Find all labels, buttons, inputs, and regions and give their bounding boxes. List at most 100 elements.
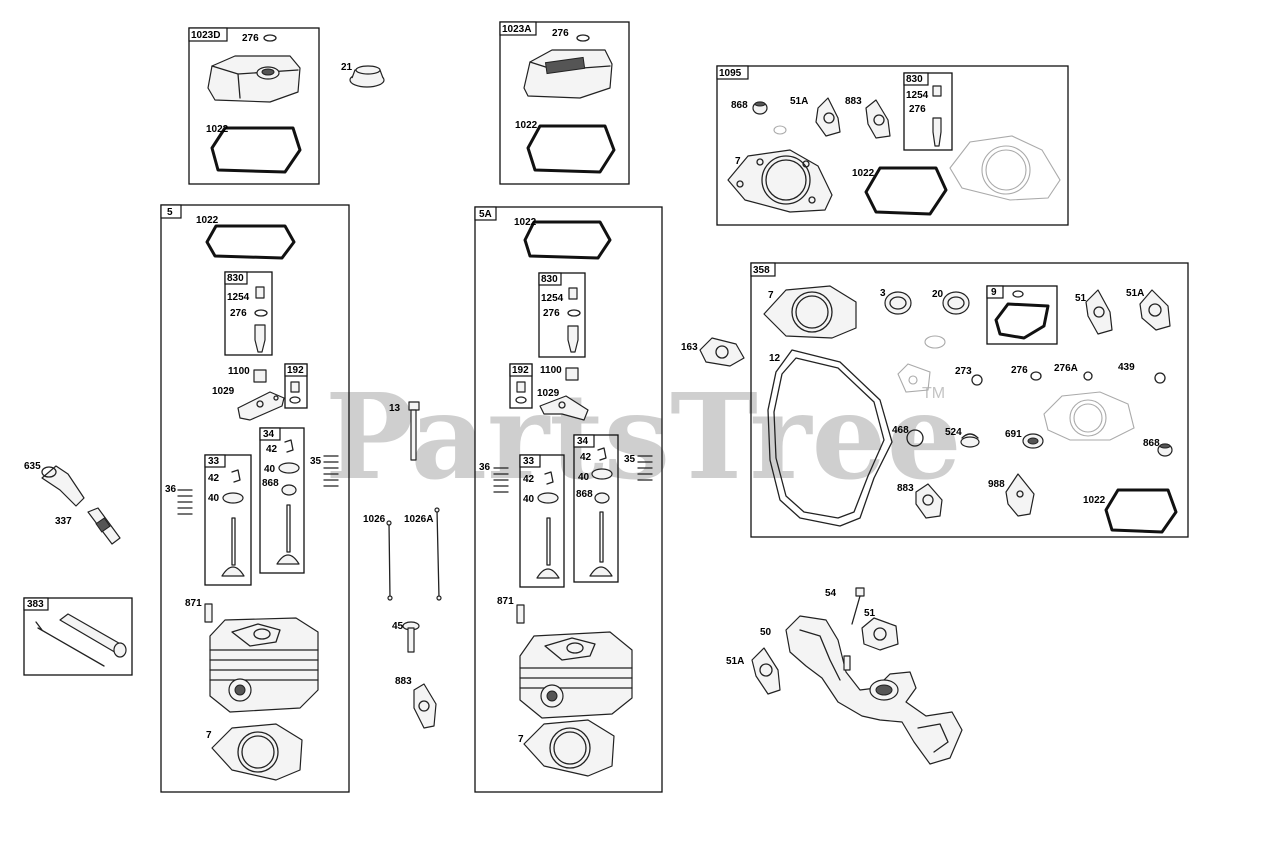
label-7[interactable]: 7	[735, 156, 741, 167]
label-1022[interactable]: 1022	[1083, 495, 1106, 506]
label-988[interactable]: 988	[988, 479, 1005, 490]
label-1022[interactable]: 1022	[852, 168, 875, 179]
part-54-bolt[interactable]	[851, 587, 865, 625]
label-1254[interactable]: 1254	[541, 293, 564, 304]
group-tag-34: 34	[263, 429, 275, 440]
label-21[interactable]: 21	[341, 62, 353, 73]
label-36[interactable]: 36	[165, 484, 177, 495]
group-tag-383: 383	[27, 599, 44, 610]
label-276[interactable]: 276	[242, 33, 259, 44]
part-1026-push-rod[interactable]	[386, 520, 393, 601]
label-276[interactable]: 276	[230, 308, 247, 319]
label-1100[interactable]: 1100	[228, 366, 250, 377]
label-883[interactable]: 883	[897, 483, 914, 494]
label-868[interactable]: 868	[262, 478, 279, 489]
label-691[interactable]: 691	[1005, 429, 1022, 440]
label-635[interactable]: 635	[24, 461, 41, 472]
label-883[interactable]: 883	[395, 676, 412, 687]
label-35[interactable]: 35	[310, 456, 322, 467]
group-358[interactable]: 358 9	[750, 262, 1189, 538]
label-276A[interactable]: 276A	[1054, 363, 1078, 374]
label-1254[interactable]: 1254	[906, 90, 929, 101]
group-tag-358: 358	[753, 265, 770, 276]
part-51-gasket[interactable]	[861, 617, 899, 651]
label-7[interactable]: 7	[768, 290, 774, 301]
label-1100[interactable]: 1100	[540, 365, 562, 376]
label-868[interactable]: 868	[731, 100, 748, 111]
label-42[interactable]: 42	[580, 452, 592, 463]
label-276[interactable]: 276	[552, 28, 569, 39]
label-51[interactable]: 51	[1075, 293, 1087, 304]
part-50-intake-manifold[interactable]	[785, 615, 963, 765]
label-163[interactable]: 163	[681, 342, 698, 353]
label-40[interactable]: 40	[523, 494, 535, 505]
label-45[interactable]: 45	[392, 621, 404, 632]
label-54[interactable]: 54	[825, 588, 837, 599]
label-883[interactable]: 883	[845, 96, 862, 107]
label-273[interactable]: 273	[955, 366, 972, 377]
group-1095[interactable]: 1095 830	[716, 65, 1069, 226]
label-1022[interactable]: 1022	[196, 215, 219, 226]
group-tag-33: 33	[208, 456, 220, 467]
group-tag-33: 33	[523, 456, 535, 467]
part-337-spark-plug[interactable]	[87, 507, 121, 545]
label-7[interactable]: 7	[206, 730, 212, 741]
label-868[interactable]: 868	[1143, 438, 1160, 449]
group-tag-1023A: 1023A	[502, 24, 531, 35]
group-tag-192: 192	[287, 365, 304, 376]
group-1023A[interactable]: 1023A	[499, 21, 630, 185]
label-12[interactable]: 12	[769, 353, 781, 364]
label-36[interactable]: 36	[479, 462, 491, 473]
group-5A[interactable]: 5A 830 192 33 34	[474, 206, 663, 793]
label-1026A[interactable]: 1026A	[404, 514, 433, 525]
part-1026A-push-rod[interactable]	[434, 507, 442, 601]
label-40[interactable]: 40	[264, 464, 276, 475]
label-35[interactable]: 35	[624, 454, 636, 465]
label-871[interactable]: 871	[497, 596, 514, 607]
label-524[interactable]: 524	[945, 427, 962, 438]
label-1029[interactable]: 1029	[212, 386, 235, 397]
label-1026[interactable]: 1026	[363, 514, 386, 525]
label-276[interactable]: 276	[909, 104, 926, 115]
group-tag-830: 830	[227, 273, 244, 284]
label-7[interactable]: 7	[518, 734, 524, 745]
part-45-tappet[interactable]	[402, 621, 420, 653]
label-276[interactable]: 276	[543, 308, 560, 319]
label-468[interactable]: 468	[892, 425, 909, 436]
label-51[interactable]: 51	[864, 608, 876, 619]
group-1023D[interactable]: 1023D	[188, 27, 320, 185]
label-51A[interactable]: 51A	[726, 656, 744, 667]
label-51A[interactable]: 51A	[790, 96, 808, 107]
label-276[interactable]: 276	[1011, 365, 1028, 376]
group-tag-5: 5	[167, 207, 173, 218]
part-883-gasket[interactable]	[413, 683, 437, 729]
group-5[interactable]: 5 830 192 33 34	[160, 204, 350, 793]
label-1029[interactable]: 1029	[537, 388, 560, 399]
label-40[interactable]: 40	[208, 493, 220, 504]
part-635-spark-plug-boot[interactable]	[41, 465, 85, 507]
label-13[interactable]: 13	[389, 403, 401, 414]
label-20[interactable]: 20	[932, 289, 944, 300]
label-1254[interactable]: 1254	[227, 292, 250, 303]
label-42[interactable]: 42	[266, 444, 278, 455]
label-1022[interactable]: 1022	[514, 217, 537, 228]
group-383[interactable]: 383	[23, 597, 133, 676]
label-871[interactable]: 871	[185, 598, 202, 609]
label-439[interactable]: 439	[1118, 362, 1135, 373]
part-21-oil-cap[interactable]	[349, 65, 385, 88]
part-163-gasket[interactable]	[699, 337, 745, 367]
label-3[interactable]: 3	[880, 288, 886, 299]
label-42[interactable]: 42	[523, 474, 535, 485]
label-40[interactable]: 40	[578, 472, 590, 483]
label-51A[interactable]: 51A	[1126, 288, 1144, 299]
label-1022[interactable]: 1022	[206, 124, 229, 135]
group-tag-1023D: 1023D	[191, 30, 220, 41]
label-868[interactable]: 868	[576, 489, 593, 500]
label-50[interactable]: 50	[760, 627, 772, 638]
part-13-bolt[interactable]	[408, 401, 420, 461]
label-1022[interactable]: 1022	[515, 120, 538, 131]
label-42[interactable]: 42	[208, 473, 220, 484]
label-337[interactable]: 337	[55, 516, 72, 527]
part-51A-gasket[interactable]	[751, 647, 781, 695]
